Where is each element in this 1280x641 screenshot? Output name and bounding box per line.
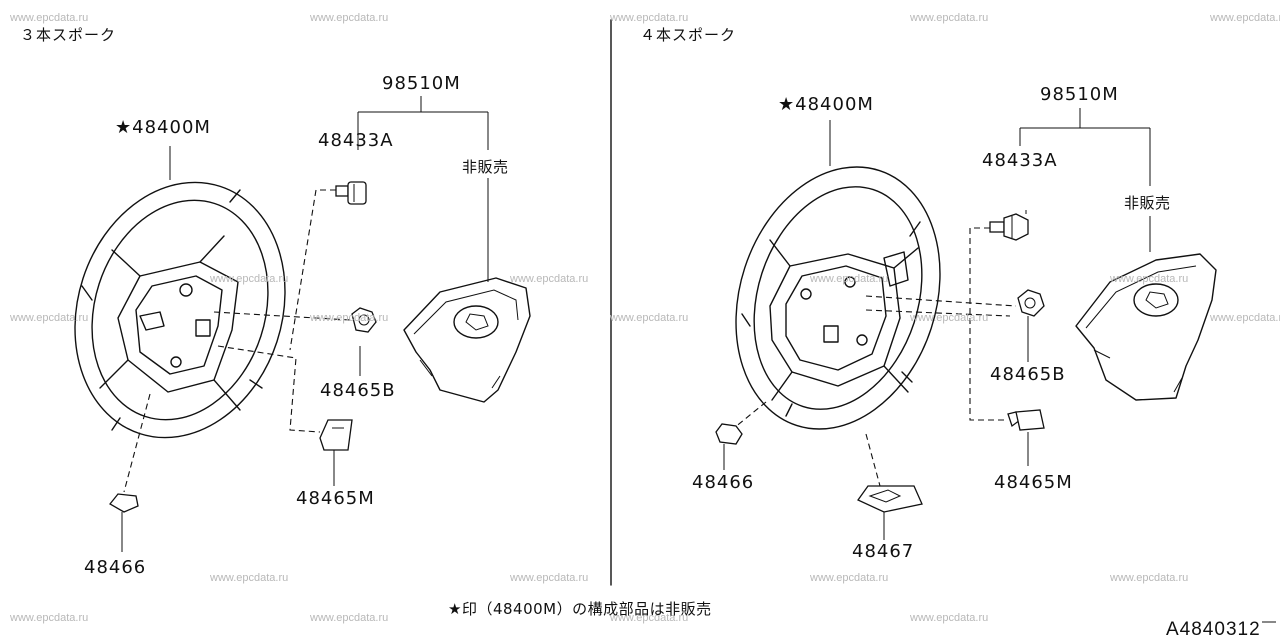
left-bolt-48433a bbox=[335, 181, 367, 205]
right-not-sold-label: 非販売 bbox=[1124, 194, 1171, 212]
watermark: www.epcdata.ru bbox=[510, 572, 589, 584]
watermark: www.epcdata.ru bbox=[610, 612, 689, 624]
watermark: www.epcdata.ru bbox=[210, 572, 289, 584]
left-cap-48466 bbox=[109, 493, 139, 513]
watermark: www.epcdata.ru bbox=[1110, 572, 1189, 584]
right-airbag-group-label: 98510M bbox=[1040, 84, 1119, 105]
left-cap-label: 48466 bbox=[84, 557, 147, 578]
left-nut-label: 48465B bbox=[320, 380, 396, 401]
left-not-sold-label: 非販売 bbox=[462, 158, 509, 176]
watermark: www.epcdata.ru bbox=[10, 12, 89, 24]
watermark: www.epcdata.ru bbox=[910, 612, 989, 624]
left-bracket-label: 48465M bbox=[296, 488, 375, 509]
left-airbag-group-label: 98510M bbox=[382, 73, 461, 94]
watermark: www.epcdata.ru bbox=[210, 273, 289, 285]
watermark: www.epcdata.ru bbox=[310, 312, 389, 324]
right-cap-48466 bbox=[715, 423, 743, 445]
right-cap-label: 48466 bbox=[692, 472, 755, 493]
watermark: www.epcdata.ru bbox=[10, 612, 89, 624]
watermark: www.epcdata.ru bbox=[510, 273, 589, 285]
left-panel-header: ３本スポーク bbox=[20, 26, 117, 44]
diagram-code: A4840312 bbox=[1166, 619, 1261, 640]
left-wheel-part-label: ★48400M bbox=[115, 117, 211, 138]
watermark: www.epcdata.ru bbox=[1210, 12, 1280, 24]
right-cover-label: 48467 bbox=[852, 541, 915, 562]
watermark: www.epcdata.ru bbox=[910, 312, 989, 324]
watermark: www.epcdata.ru bbox=[1210, 312, 1280, 324]
watermark: www.epcdata.ru bbox=[310, 612, 389, 624]
watermark: www.epcdata.ru bbox=[310, 12, 389, 24]
left-bracket-48465m bbox=[319, 419, 353, 451]
left-steering-wheel bbox=[74, 181, 286, 439]
left-nut-48465b bbox=[351, 307, 377, 333]
watermark: www.epcdata.ru bbox=[610, 12, 689, 24]
footnote: ★印（48400M）の構成部品は非販売 bbox=[448, 600, 712, 618]
watermark: www.epcdata.ru bbox=[810, 273, 889, 285]
right-nut-label: 48465B bbox=[990, 364, 1066, 385]
right-wheel-part-label: ★48400M bbox=[778, 94, 874, 115]
right-airbag-module bbox=[1075, 253, 1217, 401]
right-bracket-label: 48465M bbox=[994, 472, 1073, 493]
right-bolt-label: 48433A bbox=[982, 150, 1058, 171]
right-panel-header: ４本スポーク bbox=[640, 26, 737, 44]
watermark: www.epcdata.ru bbox=[810, 572, 889, 584]
left-airbag-module bbox=[403, 277, 531, 403]
right-nut-48465b bbox=[1017, 289, 1045, 317]
right-steering-wheel bbox=[735, 166, 941, 430]
right-bolt-48433a bbox=[989, 213, 1029, 241]
watermark: www.epcdata.ru bbox=[10, 312, 89, 324]
right-cover-48467 bbox=[857, 485, 923, 513]
watermark: www.epcdata.ru bbox=[910, 12, 989, 24]
watermark: www.epcdata.ru bbox=[610, 312, 689, 324]
watermark: www.epcdata.ru bbox=[1110, 273, 1189, 285]
left-bolt-label: 48433A bbox=[318, 130, 394, 151]
right-bracket-48465m bbox=[1007, 409, 1045, 431]
